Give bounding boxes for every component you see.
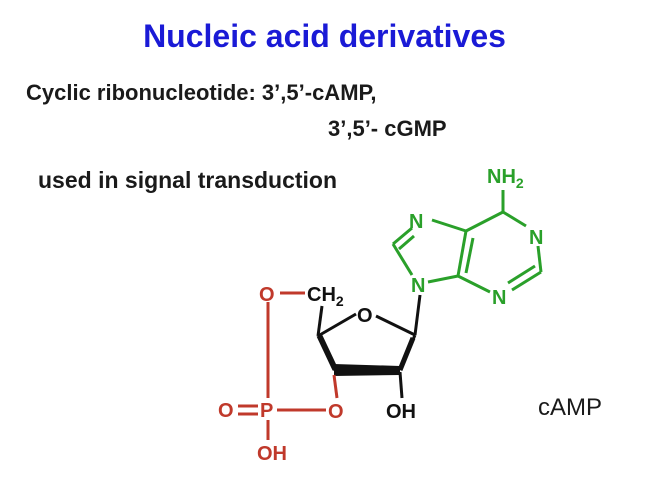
- bond-c4-c3-bold: [317, 334, 339, 372]
- atom-p: P: [260, 400, 273, 422]
- bond-c5-n7: [431, 218, 467, 233]
- bond-c5-c4-double: [464, 237, 475, 274]
- atom-o5: O: [259, 284, 275, 306]
- bond-c8-n9: [391, 243, 414, 276]
- atom-p-double-o: O: [218, 400, 234, 422]
- bond-n7-c8-double: [398, 234, 415, 251]
- signal-transduction-line: used in signal transduction: [38, 167, 338, 193]
- atom-n7: N: [409, 211, 423, 233]
- bond-c4-ringO: [317, 312, 357, 338]
- bond-c4-n3: [457, 274, 491, 294]
- bond-c6-n1: [502, 210, 527, 228]
- bold-bond-c3-c2: [334, 364, 400, 376]
- bond-c1-c2-bold: [397, 337, 416, 371]
- bond-ringO-c1: [375, 314, 416, 337]
- bond-n9-c1: [413, 294, 422, 336]
- phosphate-group: [238, 291, 339, 440]
- atom-ch2: CH2: [307, 284, 344, 309]
- atom-ring-o: O: [357, 305, 373, 327]
- bond-n3-c2-double: [507, 264, 536, 285]
- slide-title: Nucleic acid derivatives: [143, 18, 506, 54]
- ribose-ring: [316, 294, 422, 399]
- bond-c4-ch2: [316, 305, 324, 337]
- cyclic-ribonucleotide-line: Cyclic ribonucleotide: 3’,5’-cAMP,: [26, 80, 377, 105]
- bond-c2-n1: [536, 245, 543, 273]
- atom-n3: N: [492, 287, 506, 309]
- bond-c6-c5: [465, 210, 504, 233]
- atom-n9: N: [411, 275, 425, 297]
- bond-c3-o3: [332, 374, 339, 399]
- bond-n9-c4: [427, 274, 459, 284]
- atom-o3: O: [328, 401, 344, 423]
- bond-c5-c4: [456, 230, 468, 277]
- atom-p-oh: OH: [257, 443, 287, 465]
- atom-nh2: NH2: [487, 166, 524, 191]
- bond-n3-c2: [511, 270, 542, 292]
- bond-n7-c8: [392, 226, 413, 246]
- atom-n1: N: [529, 227, 543, 249]
- bond-c2-oh: [398, 371, 404, 399]
- molecule-name: cAMP: [538, 394, 603, 421]
- adenine-base: [391, 190, 543, 294]
- atom-c2-oh: OH: [386, 401, 416, 423]
- cgmp-line: 3’,5’- cGMP: [328, 116, 447, 141]
